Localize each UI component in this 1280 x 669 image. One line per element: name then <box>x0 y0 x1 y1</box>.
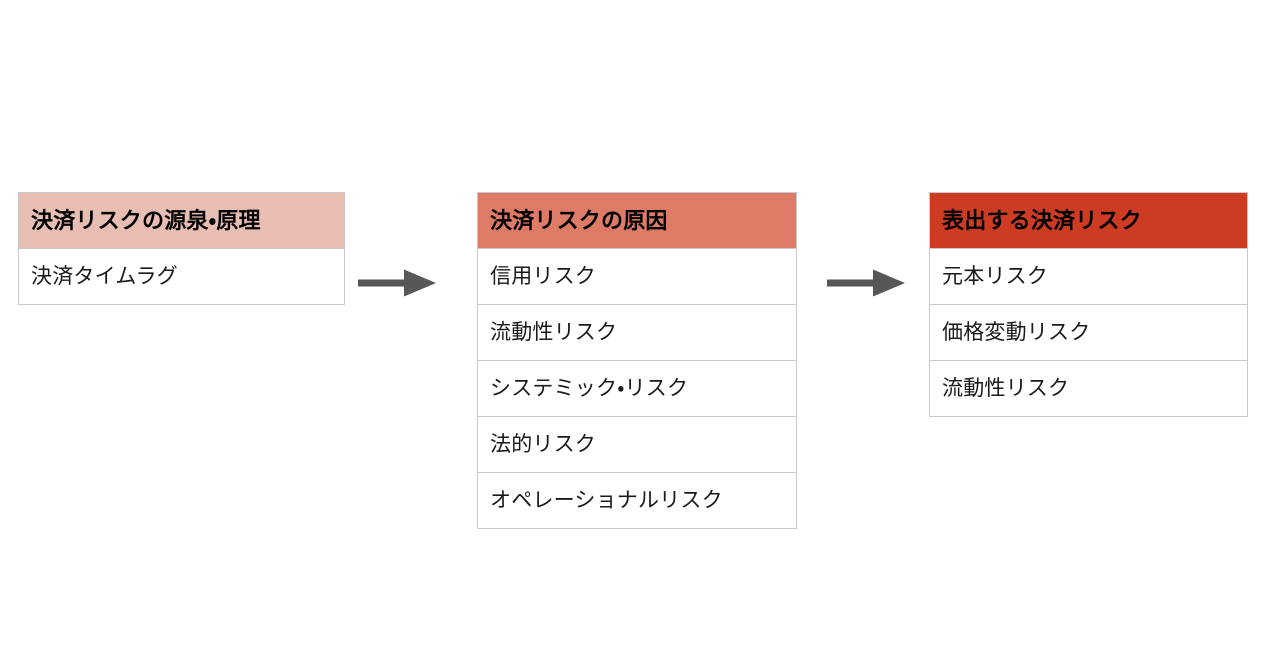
table-manifest: 表出する決済リスク 元本リスク 価格変動リスク 流動性リスク <box>929 192 1248 417</box>
arrow-right-icon <box>827 269 905 297</box>
arrow-right-icon <box>358 269 436 297</box>
table-row: 流動性リスク <box>930 360 1247 416</box>
table-row: 価格変動リスク <box>930 304 1247 360</box>
table-manifest-header: 表出する決済リスク <box>930 193 1247 248</box>
table-cause-header: 決済リスクの原因 <box>478 193 796 248</box>
table-row: 信用リスク <box>478 248 796 304</box>
table-row: 流動性リスク <box>478 304 796 360</box>
table-row: 元本リスク <box>930 248 1247 304</box>
table-row: 決済タイムラグ <box>19 248 344 304</box>
table-row: 法的リスク <box>478 416 796 472</box>
table-cause: 決済リスクの原因 信用リスク 流動性リスク システミック・リスク 法的リスク オ… <box>477 192 797 529</box>
table-source: 決済リスクの源泉・原理 決済タイムラグ <box>18 192 345 305</box>
table-row: システミック・リスク <box>478 360 796 416</box>
table-row: オペレーショナルリスク <box>478 472 796 528</box>
table-source-header: 決済リスクの源泉・原理 <box>19 193 344 248</box>
